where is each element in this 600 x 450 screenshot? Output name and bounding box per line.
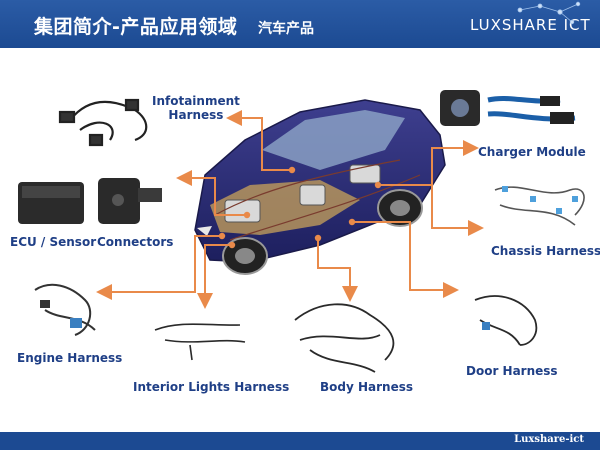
ecu-sensor-image [18, 178, 162, 224]
label-ecu-sensor: ECU / Sensor [10, 235, 97, 249]
chassis-harness-image [494, 186, 585, 226]
engine-harness-image [34, 283, 96, 336]
door-harness-image [474, 295, 538, 346]
label-interior-lights-harness: Interior Lights Harness [133, 380, 290, 394]
product-diagram [18, 90, 585, 373]
label-chassis-harness: Chassis Harness [491, 244, 600, 258]
label-infotainment-harness: Infotainment Harness [152, 94, 240, 122]
pointer-arrows [96, 110, 484, 309]
car-cutaway-image [194, 99, 446, 275]
body-harness-image [294, 303, 395, 373]
charger-module-image [440, 90, 576, 126]
network-icon [517, 1, 581, 25]
label-body-harness: Body Harness [320, 380, 414, 394]
page-title: 集团简介-产品应用领域 [34, 16, 238, 38]
label-engine-harness: Engine Harness [17, 351, 123, 365]
footer-bar: Luxshare-ict [0, 432, 600, 450]
label-door-harness: Door Harness [466, 364, 558, 378]
infotainment-harness-image [58, 98, 148, 147]
header-bar: 集团简介-产品应用领域 汽车产品 LUXSHARE ICT [0, 0, 600, 48]
label-connectors: Connectors [97, 235, 174, 249]
label-charger-module: Charger Module [478, 145, 586, 159]
footer-brand: Luxshare-ict [514, 434, 584, 445]
page-subtitle: 汽车产品 [258, 21, 314, 37]
brand-logo-text: LUXSHARE ICT [470, 16, 591, 34]
interior-lights-harness-image [154, 323, 246, 361]
